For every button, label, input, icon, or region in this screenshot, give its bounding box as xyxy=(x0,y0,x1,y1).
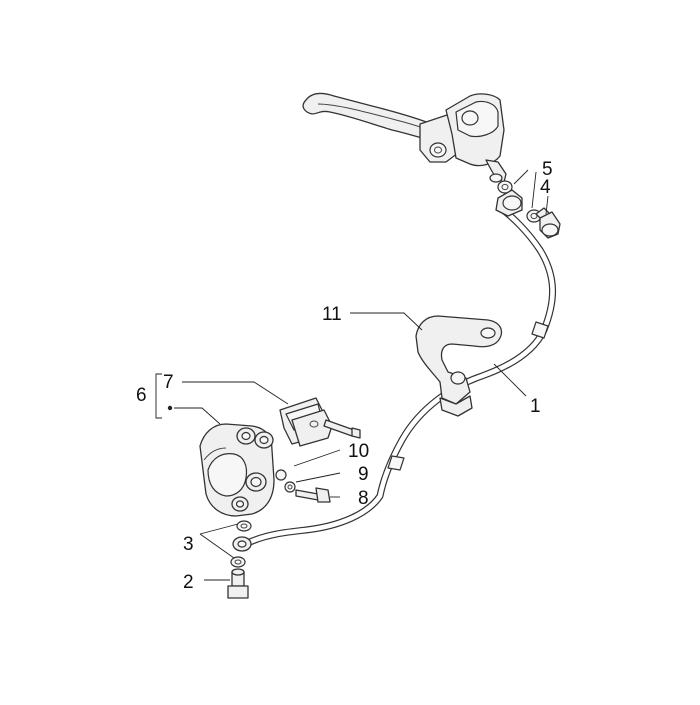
callout-6: 6 xyxy=(136,385,147,406)
callout-9: 9 xyxy=(358,464,369,485)
hose-bracket xyxy=(415,315,503,417)
callout-7: 7 xyxy=(163,372,174,393)
lower-banjo-fitting xyxy=(232,536,252,552)
brake-pads xyxy=(279,397,333,447)
banjo-bolt-lower xyxy=(227,568,249,599)
brake-caliper xyxy=(199,423,275,517)
callout-5: 5 xyxy=(542,159,553,180)
callout-labels: 1 2 3 4 5 6 7 8 9 10 11 xyxy=(136,159,553,593)
callout-11: 11 xyxy=(322,304,342,325)
callout-1: 1 xyxy=(530,396,541,417)
washer-9 xyxy=(275,469,296,493)
callout-dot xyxy=(167,405,173,411)
callout-4: 4 xyxy=(540,177,551,198)
lower-washers xyxy=(230,520,252,568)
brake-hose xyxy=(246,189,556,546)
pad-pin xyxy=(323,419,361,439)
brake-lever-master-cylinder xyxy=(302,92,507,183)
callout-10: 10 xyxy=(348,441,369,462)
screw-8 xyxy=(295,487,331,503)
callout-2: 2 xyxy=(183,572,194,593)
leader-lines xyxy=(155,169,549,581)
callout-8: 8 xyxy=(358,488,369,509)
callout-3: 3 xyxy=(183,534,194,555)
banjo-bolt-upper xyxy=(535,207,561,239)
